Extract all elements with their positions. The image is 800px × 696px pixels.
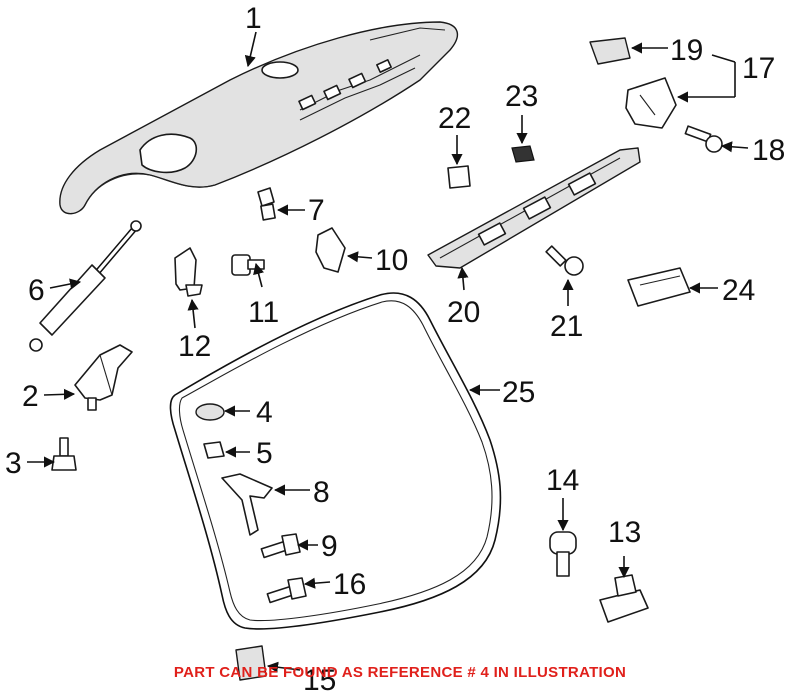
bolt-part-21 bbox=[545, 245, 584, 276]
callout-16: 16 bbox=[333, 568, 366, 601]
callout-13: 13 bbox=[608, 516, 641, 549]
callout-8: 8 bbox=[313, 476, 330, 509]
callout-12: 12 bbox=[178, 330, 211, 363]
callout-1: 1 bbox=[245, 2, 262, 35]
callout-10: 10 bbox=[375, 244, 408, 277]
bolt-part-9 bbox=[260, 533, 301, 559]
bolt-part-16 bbox=[266, 577, 307, 604]
leader-lines bbox=[27, 31, 749, 673]
callout-4: 4 bbox=[256, 396, 273, 429]
nut-part-5 bbox=[203, 441, 225, 459]
grommet-part-4 bbox=[195, 403, 225, 421]
callout-18: 18 bbox=[752, 134, 785, 167]
switch-part-24 bbox=[627, 267, 691, 307]
callout-23: 23 bbox=[505, 80, 538, 113]
weatherstrip-part-25 bbox=[169, 292, 502, 630]
latch-assembly-part-17 bbox=[625, 77, 677, 129]
callout-15: 15 bbox=[303, 664, 336, 696]
bumper-part-14 bbox=[549, 531, 577, 577]
clip-part-10 bbox=[315, 227, 346, 273]
callout-9: 9 bbox=[321, 530, 338, 563]
pin-clip-part-7 bbox=[257, 187, 276, 221]
callout-14: 14 bbox=[546, 464, 579, 497]
callout-22: 22 bbox=[438, 102, 471, 135]
hinge-part-2 bbox=[74, 344, 133, 411]
callout-24: 24 bbox=[722, 274, 755, 307]
liftgate-panel-part-1 bbox=[59, 21, 459, 215]
callout-19: 19 bbox=[670, 34, 703, 67]
callout-6: 6 bbox=[28, 274, 45, 307]
applique-part-20 bbox=[427, 147, 641, 269]
nut-part-23 bbox=[511, 145, 535, 163]
callout-2: 2 bbox=[22, 380, 39, 413]
callout-labels: 1 2 3 4 5 6 7 8 9 10 11 12 13 14 15 16 1… bbox=[5, 2, 785, 696]
callout-25: 25 bbox=[502, 376, 535, 409]
bolt-part-3 bbox=[51, 437, 77, 471]
striker-part-13 bbox=[599, 574, 649, 623]
callout-21: 21 bbox=[550, 310, 583, 343]
callout-5: 5 bbox=[256, 437, 273, 470]
callout-17: 17 bbox=[742, 52, 775, 85]
callout-3: 3 bbox=[5, 447, 22, 480]
bracket-part-12 bbox=[174, 247, 203, 297]
housing-part-19 bbox=[589, 37, 631, 65]
bolt-part-11 bbox=[231, 254, 265, 276]
callout-7: 7 bbox=[308, 194, 325, 227]
striker-bracket-part-8 bbox=[221, 473, 273, 536]
clip-part-22 bbox=[447, 165, 471, 189]
lift-support-strut-part-6 bbox=[29, 220, 142, 352]
callout-20: 20 bbox=[447, 296, 480, 329]
callout-11: 11 bbox=[248, 296, 279, 329]
bolt-part-18 bbox=[684, 125, 723, 153]
reference-caption: PART CAN BE FOUND AS REFERENCE # 4 IN IL… bbox=[173, 664, 627, 681]
bracket-part-15 bbox=[235, 645, 267, 681]
